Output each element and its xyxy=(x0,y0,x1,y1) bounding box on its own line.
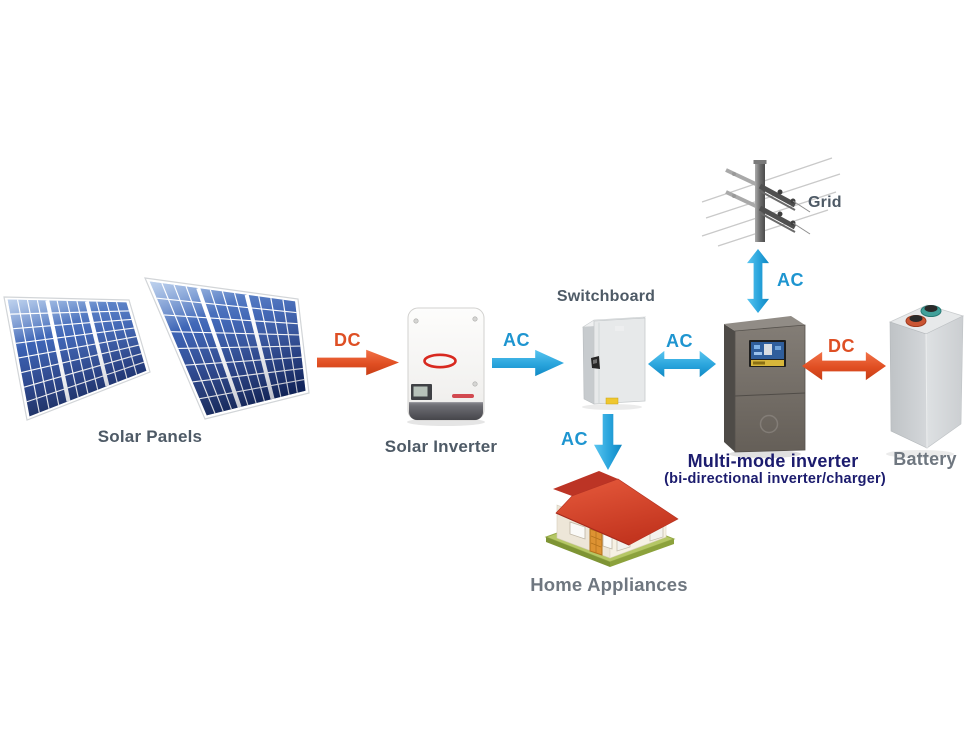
ac-label-grid-multimode: AC xyxy=(777,270,804,290)
home-appliances-icon xyxy=(544,471,679,567)
battery-label: Battery xyxy=(893,449,957,469)
ac-label-inverter-to-switchboard: AC xyxy=(503,330,530,350)
solar-inverter-icon xyxy=(407,307,485,426)
solar-panel-left xyxy=(3,296,151,421)
multi-mode-inverter-label: Multi-mode inverter xyxy=(687,451,859,471)
multi-mode-inverter-sublabel: (bi-directional inverter/charger) xyxy=(664,471,886,487)
solar-panels-icon xyxy=(3,277,310,421)
multi-mode-inverter-icon xyxy=(724,316,806,458)
switchboard-label: Switchboard xyxy=(556,288,656,305)
ac-arrow-inverter-to-switchboard xyxy=(492,349,564,377)
grid-icon xyxy=(701,157,841,247)
ac-label-switchboard-to-home: AC xyxy=(561,429,588,449)
solar-inverter-label: Solar Inverter xyxy=(384,437,498,456)
home-appliances-label: Home Appliances xyxy=(530,574,688,595)
dc-label-panels-to-inverter: DC xyxy=(334,330,361,350)
switchboard-tag xyxy=(605,397,619,405)
battery-icon xyxy=(886,304,965,458)
grid-label: Grid xyxy=(808,194,842,211)
solar-panel-right xyxy=(144,277,310,420)
ac-label-switchboard-multimode: AC xyxy=(666,331,693,351)
inverter-brand-logo xyxy=(423,353,457,369)
ac-arrow-switchboard-multimode xyxy=(648,350,716,378)
dc-label-multimode-battery: DC xyxy=(828,336,855,356)
ac-arrow-grid-multimode xyxy=(747,249,769,313)
solar-panels-label: Solar Panels xyxy=(97,427,203,446)
switchboard-icon xyxy=(581,316,647,410)
